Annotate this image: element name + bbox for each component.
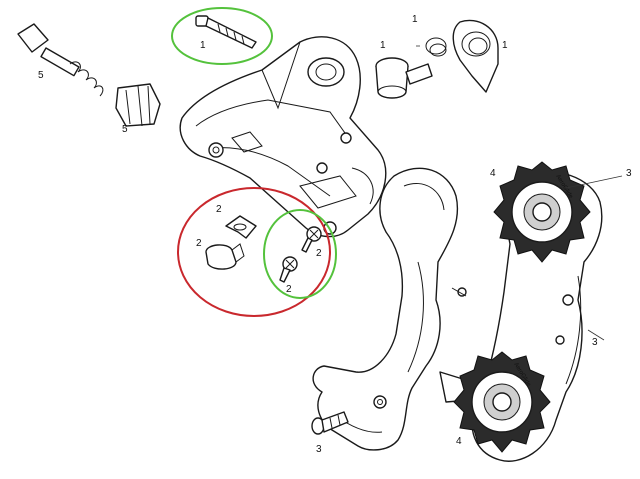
lower-pulley: AeroGlide xyxy=(453,351,551,453)
highlight-ring-b-screw xyxy=(171,7,273,65)
callout-3-plate: 3 xyxy=(592,337,598,348)
cable-bolt-part xyxy=(205,215,257,270)
pivot-bolt-part xyxy=(375,37,447,99)
callout-1-cap: 1 xyxy=(502,40,508,51)
callout-1-bolt: 1 xyxy=(380,40,386,51)
leader-lines xyxy=(416,45,623,341)
cage-bolt-part xyxy=(311,411,349,435)
callout-5-spring: 5 xyxy=(38,70,44,81)
small-screws-part xyxy=(279,226,322,283)
callout-4-upper: 4 xyxy=(490,168,496,179)
callout-3-bolt: 3 xyxy=(316,444,322,455)
callout-3-cage: 3 xyxy=(626,168,632,179)
barrel-adjuster-part xyxy=(17,23,161,127)
b-screw-part xyxy=(195,15,257,49)
callout-5-adjuster: 5 xyxy=(122,124,128,135)
callout-1-b-screw: 1 xyxy=(200,40,206,51)
callout-2-screw-b: 2 xyxy=(286,284,292,295)
upper-pulley: AeroGlide xyxy=(493,161,591,263)
callout-2-bolt: 2 xyxy=(196,238,202,249)
callout-labels: 1 1 1 1 2 2 2 2 3 3 3 4 4 5 5 xyxy=(38,14,632,455)
pivot-cap-part xyxy=(452,19,499,93)
callout-1-top: 1 xyxy=(412,14,418,25)
derailleur-body xyxy=(179,36,387,238)
cage-outer-plate xyxy=(312,167,467,451)
callout-2-washer: 2 xyxy=(216,204,222,215)
callout-4-lower: 4 xyxy=(456,436,462,447)
callout-2-screw-a: 2 xyxy=(316,248,322,259)
highlight-ring-cable-bolt xyxy=(177,187,331,317)
highlight-ring-small-screws xyxy=(263,209,337,299)
